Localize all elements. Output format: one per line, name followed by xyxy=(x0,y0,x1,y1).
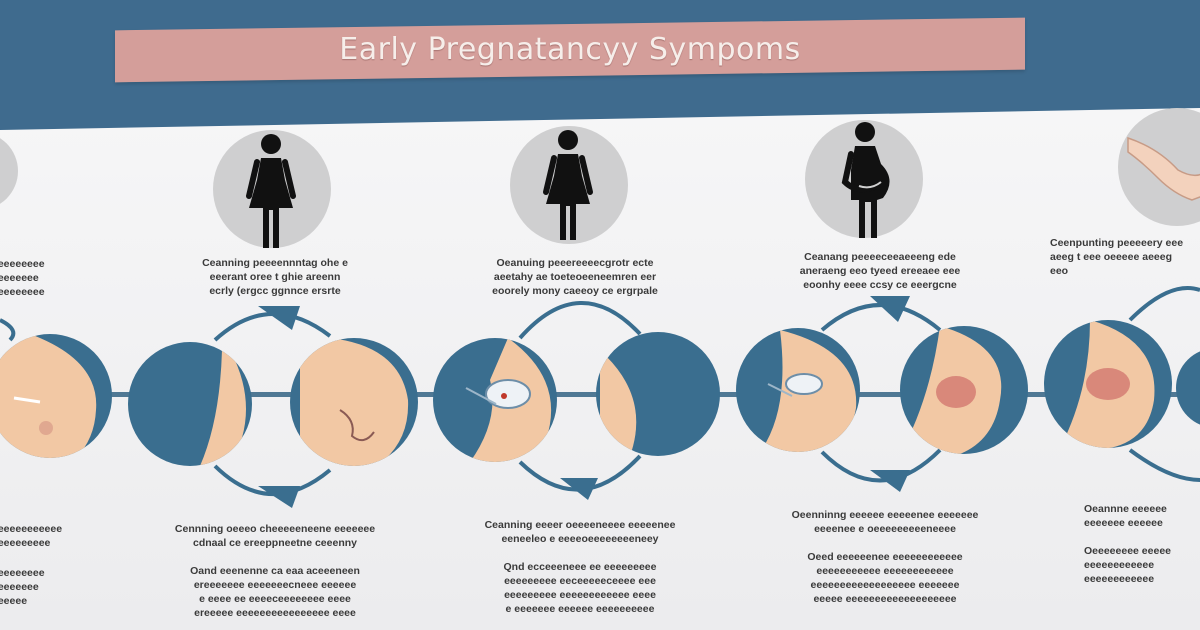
caption-line: ereeeeeee eeeeeeecneee eeeeee xyxy=(193,579,357,591)
caption-line: aneraeng eeo tyeed ereeaee eee xyxy=(799,265,961,277)
bottom-caption-3: Oeenninng eeeeee eeeeenee eeeeeee eeeene… xyxy=(770,508,1000,606)
caption-line: e eeeeeee eeeeee eeeeeeeeee xyxy=(505,603,655,615)
hand-icon xyxy=(1127,136,1200,201)
page-title: Early Pregnatancyy Sympoms xyxy=(339,32,801,67)
left-caption-top: eeeeeeeee eeeeeeee eeeeeeeee xyxy=(0,257,76,299)
woman-silhouette-icon xyxy=(246,134,296,248)
caption-line: Ceanang peeeeceeaeeeng ede xyxy=(804,251,956,263)
top-caption-2: Oeanuing peeereeeecgrotr ecte aeetahy ae… xyxy=(455,256,695,298)
caption-line: eeeeeeeee xyxy=(0,258,45,270)
caption-line: eeeeeeeee xyxy=(0,286,45,298)
top-caption-3: Ceanang peeeeceeaeeeng ede aneraeng eeo … xyxy=(765,250,995,292)
caption-line: Oeed eeeeeenee eeeeeeeeeeee xyxy=(807,551,963,563)
caption-line: eeeeeeeeeeee xyxy=(1084,559,1155,571)
figure-circle-2 xyxy=(510,126,628,244)
caption-line: Oeanuing peeereeeecgrotr ecte xyxy=(496,257,654,269)
caption-line: eeeeeeee xyxy=(0,581,39,593)
caption-line: ereeeee eeeeeeeeeeeeeeee eeee xyxy=(194,607,356,619)
caption-line: cdnaal ce ereeppneetne ceeenny xyxy=(193,537,357,549)
caption-line: eeeeeeeeeeeeeeeeee eeeeeee xyxy=(810,579,960,591)
caption-line: Ceanning peeeennntag ohe e xyxy=(202,257,348,269)
caption-line: eeeeeeeee xyxy=(0,567,45,579)
caption-line: eeo xyxy=(1050,265,1069,277)
caption-line: eeeee eeeeeeeeeeeeeeeeeee xyxy=(813,593,957,605)
caption-line: eeeeeeeeeeee xyxy=(1084,573,1155,585)
caption-line: eeeeeee eeeeee xyxy=(1084,517,1163,529)
caption-line: aeeg t eee oeeeee aeeeg xyxy=(1050,251,1173,263)
caption-line: eeeeeeee xyxy=(0,272,39,284)
caption-line: Qnd ecceeeneee ee eeeeeeeee xyxy=(503,561,657,573)
caption-line: eeeenee e oeeeeeeeeeneeee xyxy=(814,523,956,535)
caption-line: aeetahy ae toeteoeeneemren eer xyxy=(493,271,657,283)
top-caption-4: Ceenpunting peeeeery eee aeeg t eee oeee… xyxy=(1050,236,1200,278)
arc-tabs xyxy=(258,296,910,508)
woman-silhouette-icon xyxy=(543,130,593,240)
caption-line: eoorely mony caeeoy ce ergrpale xyxy=(492,285,658,297)
caption-line: Oeeeeeeee eeeee xyxy=(1084,545,1171,557)
caption-line: eeeeee xyxy=(0,595,28,607)
top-caption-1: Ceanning peeeennntag ohe e eeerant oree … xyxy=(160,256,390,298)
figure-circle-4 xyxy=(1118,108,1200,226)
caption-line: eeeeeeeeeee eeeeeeeeeeee xyxy=(816,565,954,577)
bottom-caption-4: Oeannne eeeeee eeeeeee eeeeee Oeeeeeeee … xyxy=(1084,502,1200,586)
pregnant-woman-silhouette-icon xyxy=(841,122,890,238)
caption-line: Ceenpunting peeeeery eee xyxy=(1050,237,1184,249)
caption-line: e eeee ee eeeeceeeeeeee eeee xyxy=(199,593,351,605)
caption-line: Cennning oeeeo cheeeeeneene eeeeeee xyxy=(174,523,376,535)
caption-line: eeeeeeeee eeeeeeeeeeee eeee xyxy=(504,589,656,601)
caption-line: eeerant oree t ghie areenn xyxy=(209,271,341,283)
caption-line: eoonhy eeee ccsy ce eeergcne xyxy=(803,279,957,291)
caption-line: Oeannne eeeeee xyxy=(1084,503,1167,515)
figure-circle-3 xyxy=(805,120,923,238)
caption-line: eeneeleo e eeeeoeeeeeeeeneey xyxy=(501,533,659,545)
caption-line: eeeeeeeee eeceeeeeceeee eee xyxy=(504,575,656,587)
caption-line: Oand eeenenne ca eaa aceeeneen xyxy=(190,565,360,577)
figure-circle-1 xyxy=(213,130,331,248)
caption-line: eeeeeeeeeeee xyxy=(0,523,63,535)
bottom-caption-2: Ceanning eeeer oeeeeneeee eeeeenee eenee… xyxy=(460,518,700,616)
caption-line: eeeeeeeeee xyxy=(0,537,51,549)
caption-line: Oeenninng eeeeee eeeeenee eeeeeee xyxy=(791,509,979,521)
bottom-caption-1: Cennning oeeeo cheeeeeneene eeeeeee cdna… xyxy=(155,522,395,620)
caption-line: Ceanning eeeer oeeeeneeee eeeeenee xyxy=(484,519,676,531)
caption-line: ecrly (ergcc ggnnce ersrte xyxy=(209,285,341,297)
